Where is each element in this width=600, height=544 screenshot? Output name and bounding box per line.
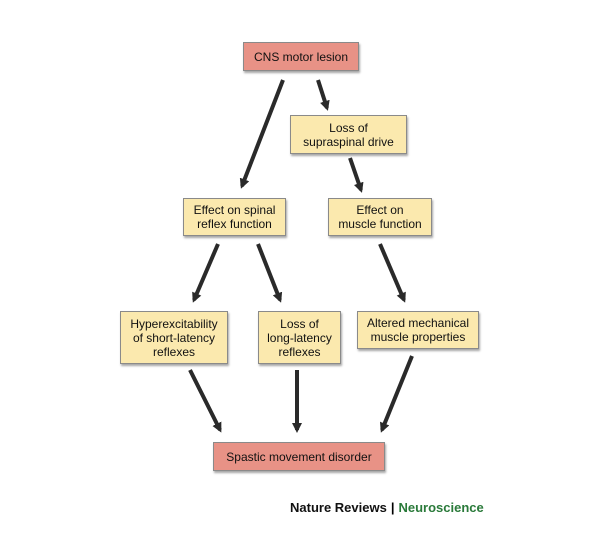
node-loss-long-latency: Loss of long-latency reflexes — [258, 311, 341, 364]
node-spastic-movement-disorder-label: Spastic movement disorder — [226, 449, 372, 464]
node-effect-muscle-function: Effect on muscle function — [328, 198, 432, 236]
credit-section: Neuroscience — [398, 500, 484, 515]
node-altered-mechanical-label: Altered mechanical muscle properties — [366, 316, 470, 344]
arrow-mechanical-to-spastic — [379, 355, 414, 433]
node-hyperexcitability: Hyperexcitability of short-latency refle… — [120, 311, 228, 364]
arrow-spinal-to-longlatency — [256, 243, 283, 303]
node-cns-motor-lesion: CNS motor lesion — [243, 42, 359, 71]
journal-credit: Nature Reviews|Neuroscience — [290, 500, 484, 515]
node-altered-mechanical: Altered mechanical muscle properties — [357, 311, 479, 349]
arrow-lesion-to-supraspinal — [316, 79, 330, 111]
node-cns-motor-lesion-label: CNS motor lesion — [253, 49, 349, 64]
node-effect-spinal-reflex-label: Effect on spinal reflex function — [193, 203, 276, 231]
node-hyperexcitability-label: Hyperexcitability of short-latency refle… — [130, 316, 218, 359]
credit-separator: | — [390, 500, 395, 515]
credit-journal: Nature Reviews — [290, 500, 387, 515]
node-loss-supraspinal-drive-label: Loss of supraspinal drive — [303, 120, 394, 149]
node-loss-supraspinal-drive: Loss of supraspinal drive — [290, 115, 407, 154]
arrow-lesion-to-spinal — [239, 79, 285, 189]
arrow-supraspinal-to-muscle — [348, 157, 364, 193]
node-effect-spinal-reflex: Effect on spinal reflex function — [183, 198, 286, 236]
node-spastic-movement-disorder: Spastic movement disorder — [213, 442, 385, 471]
arrow-muscle-to-mechanical — [378, 243, 406, 303]
node-effect-muscle-function-label: Effect on muscle function — [338, 203, 422, 231]
arrow-hyper-to-spastic — [188, 369, 222, 433]
node-loss-long-latency-label: Loss of long-latency reflexes — [267, 316, 332, 359]
arrow-spinal-to-hyper — [192, 243, 220, 303]
